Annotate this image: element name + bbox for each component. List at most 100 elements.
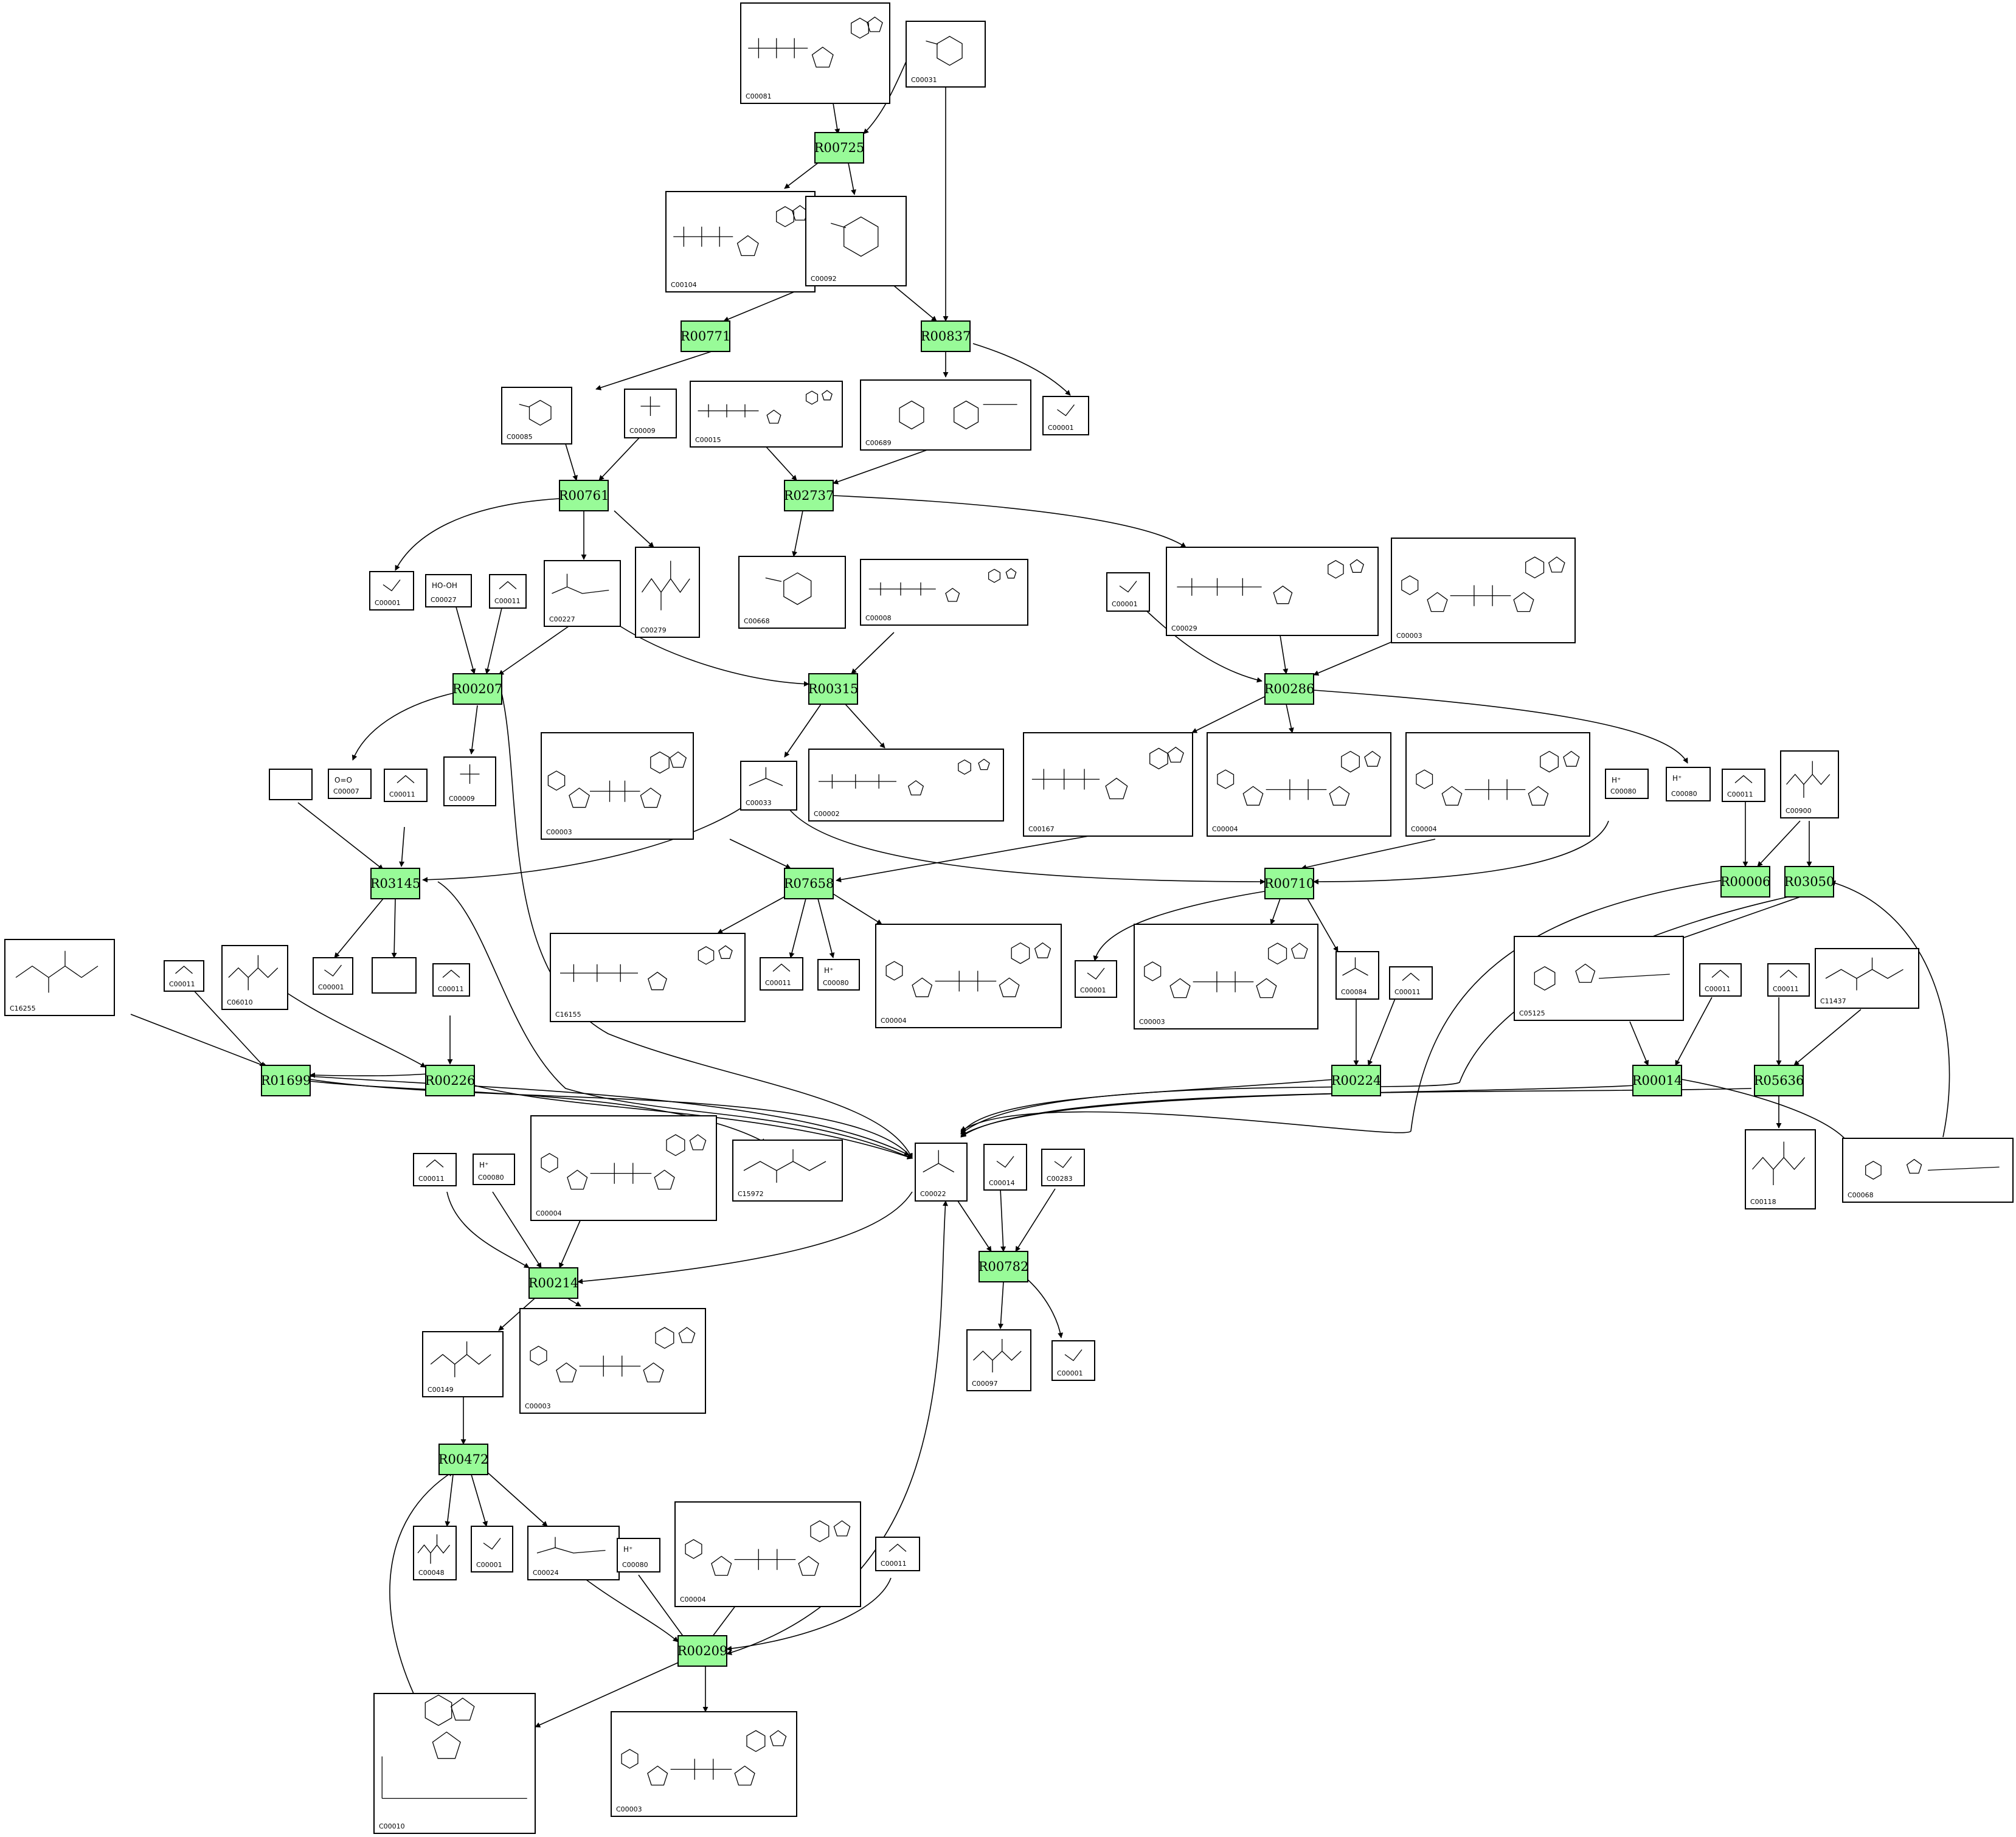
compound-c00002[interactable]: C00002 bbox=[808, 749, 1004, 822]
compound-c00080[interactable]: H⁺C00080 bbox=[817, 959, 860, 991]
compound-c15972[interactable]: C15972 bbox=[732, 1140, 843, 1202]
compound-c00011[interactable]: C00011 bbox=[1389, 966, 1433, 1000]
compound-c00022[interactable]: C00022 bbox=[915, 1143, 968, 1202]
compound-c00068[interactable]: C00068 bbox=[1842, 1138, 2014, 1203]
compound-c00900[interactable]: C00900 bbox=[1780, 750, 1839, 818]
compound-c00014[interactable]: C00014 bbox=[983, 1144, 1027, 1191]
reaction-r00771[interactable]: R00771 bbox=[681, 320, 731, 352]
compound-c00003[interactable]: C00003 bbox=[1134, 924, 1318, 1029]
compound-c00283[interactable]: C00283 bbox=[1041, 1149, 1085, 1186]
reaction-r00286[interactable]: R00286 bbox=[1264, 673, 1315, 705]
compound-c00004[interactable]: C00004 bbox=[530, 1115, 717, 1221]
compound-c00003[interactable]: C00003 bbox=[1391, 538, 1576, 643]
reaction-r00006[interactable]: R00006 bbox=[1720, 866, 1771, 898]
compound-c00279[interactable]: C00279 bbox=[635, 547, 700, 638]
compound-c00033[interactable]: C00033 bbox=[740, 761, 797, 811]
compound-c00001[interactable]: C00001 bbox=[471, 1526, 513, 1572]
compound-c00080[interactable]: H⁺C00080 bbox=[473, 1154, 515, 1185]
compound-c00149[interactable]: C00149 bbox=[422, 1331, 504, 1397]
compound-c00009[interactable]: C00009 bbox=[624, 389, 677, 438]
reaction-r00761[interactable]: R00761 bbox=[559, 480, 609, 511]
reaction-r00472[interactable]: R00472 bbox=[438, 1444, 489, 1475]
compound-c00104[interactable]: C00104 bbox=[665, 191, 816, 292]
compound-c00001[interactable]: C00001 bbox=[1106, 572, 1150, 612]
reaction-r03145[interactable]: R03145 bbox=[370, 868, 421, 899]
compound-c00167[interactable]: C00167 bbox=[1023, 732, 1193, 837]
compound-c00024[interactable]: C00024 bbox=[527, 1526, 620, 1580]
reaction-r00837[interactable]: R00837 bbox=[921, 320, 971, 352]
compound-c05125[interactable]: C05125 bbox=[1514, 936, 1684, 1021]
compound-c00031[interactable]: C00031 bbox=[906, 21, 986, 88]
compound-c00048[interactable]: C00048 bbox=[413, 1526, 457, 1580]
compound-c00004[interactable]: C00004 bbox=[1405, 732, 1590, 837]
reaction-r00014[interactable]: R00014 bbox=[1632, 1065, 1683, 1096]
compound-c16155[interactable]: C16155 bbox=[550, 933, 746, 1022]
compound-empty[interactable] bbox=[269, 769, 313, 800]
reaction-r07658[interactable]: R07658 bbox=[784, 868, 834, 899]
compound-c00029[interactable]: C00029 bbox=[1166, 547, 1379, 636]
compound-c00084[interactable]: C00084 bbox=[1335, 951, 1379, 1000]
compound-c00097[interactable]: C00097 bbox=[966, 1329, 1031, 1391]
compound-c00003[interactable]: C00003 bbox=[611, 1711, 797, 1817]
compound-c00668[interactable]: C00668 bbox=[738, 556, 846, 629]
compound-id: C00011 bbox=[881, 1560, 907, 1568]
compound-c00015[interactable]: C00015 bbox=[690, 381, 843, 448]
compound-c00011[interactable]: C00011 bbox=[489, 574, 527, 609]
compound-c00080[interactable]: H⁺C00080 bbox=[617, 1538, 660, 1572]
compound-c00011[interactable]: C00011 bbox=[1699, 963, 1742, 997]
reaction-r00207[interactable]: R00207 bbox=[452, 673, 503, 705]
compound-c00011[interactable]: C00011 bbox=[1767, 963, 1810, 997]
compound-c00008[interactable]: C00008 bbox=[860, 559, 1028, 626]
compound-c06010[interactable]: C06010 bbox=[221, 945, 288, 1010]
reaction-r00315[interactable]: R00315 bbox=[808, 673, 859, 705]
compound-c00010[interactable]: C00010 bbox=[373, 1693, 536, 1834]
compound-c00011[interactable]: C00011 bbox=[760, 957, 803, 991]
compound-id: C16155 bbox=[555, 1011, 581, 1019]
reaction-r00710[interactable]: R00710 bbox=[1264, 868, 1315, 899]
compound-c00080[interactable]: H⁺C00080 bbox=[1666, 767, 1711, 801]
compound-empty[interactable] bbox=[372, 957, 417, 994]
compound-c00080[interactable]: H⁺C00080 bbox=[1605, 769, 1649, 799]
compound-c16255[interactable]: C16255 bbox=[4, 939, 115, 1016]
compound-c00011[interactable]: C00011 bbox=[432, 963, 470, 997]
compound-c00081[interactable]: C00081 bbox=[740, 2, 890, 104]
compound-c00689[interactable]: C00689 bbox=[860, 379, 1031, 451]
compound-c00004[interactable]: C00004 bbox=[875, 924, 1062, 1028]
compound-id: C00068 bbox=[1848, 1191, 1874, 1199]
compound-c00118[interactable]: C00118 bbox=[1745, 1129, 1816, 1209]
reaction-r01699[interactable]: R01699 bbox=[261, 1065, 311, 1096]
reaction-r05636[interactable]: R05636 bbox=[1754, 1065, 1804, 1096]
compound-c00011[interactable]: C00011 bbox=[384, 769, 428, 802]
compound-c00003[interactable]: C00003 bbox=[541, 732, 694, 840]
compound-c00001[interactable]: C00001 bbox=[369, 571, 414, 611]
reaction-r00224[interactable]: R00224 bbox=[1331, 1065, 1382, 1096]
compound-c00085[interactable]: C00085 bbox=[501, 387, 572, 445]
compound-c00011[interactable]: C00011 bbox=[413, 1153, 457, 1186]
edge bbox=[559, 1219, 581, 1268]
reaction-r00209[interactable]: R00209 bbox=[677, 1635, 728, 1667]
compound-c00011[interactable]: C00011 bbox=[875, 1537, 920, 1571]
compound-c00009[interactable]: C00009 bbox=[443, 756, 496, 806]
compound-c00227[interactable]: C00227 bbox=[544, 560, 621, 627]
compound-c11437[interactable]: C11437 bbox=[1815, 948, 1919, 1009]
compound-c00001[interactable]: C00001 bbox=[313, 957, 353, 995]
compound-c00001[interactable]: C00001 bbox=[1051, 1340, 1095, 1381]
compound-c00011[interactable]: C00011 bbox=[164, 960, 204, 992]
compound-c00092[interactable]: C00092 bbox=[805, 196, 907, 286]
compound-c00001[interactable]: C00001 bbox=[1042, 396, 1089, 435]
compound-c00001[interactable]: C00001 bbox=[1075, 960, 1117, 998]
compound-c00011[interactable]: C00011 bbox=[1722, 769, 1765, 802]
reaction-r02737[interactable]: R02737 bbox=[784, 480, 834, 511]
reaction-r00214[interactable]: R00214 bbox=[528, 1267, 579, 1299]
compound-id: C00011 bbox=[494, 597, 521, 605]
reaction-r00782[interactable]: R00782 bbox=[979, 1251, 1029, 1282]
compound-c00004[interactable]: C00004 bbox=[674, 1501, 861, 1607]
compound-c00004[interactable]: C00004 bbox=[1207, 732, 1391, 837]
reaction-r00226[interactable]: R00226 bbox=[425, 1065, 476, 1096]
compound-id: C00011 bbox=[1727, 790, 1753, 798]
reaction-r03050[interactable]: R03050 bbox=[1784, 866, 1835, 898]
compound-c00003[interactable]: C00003 bbox=[519, 1308, 706, 1414]
reaction-r00725[interactable]: R00725 bbox=[814, 132, 865, 164]
